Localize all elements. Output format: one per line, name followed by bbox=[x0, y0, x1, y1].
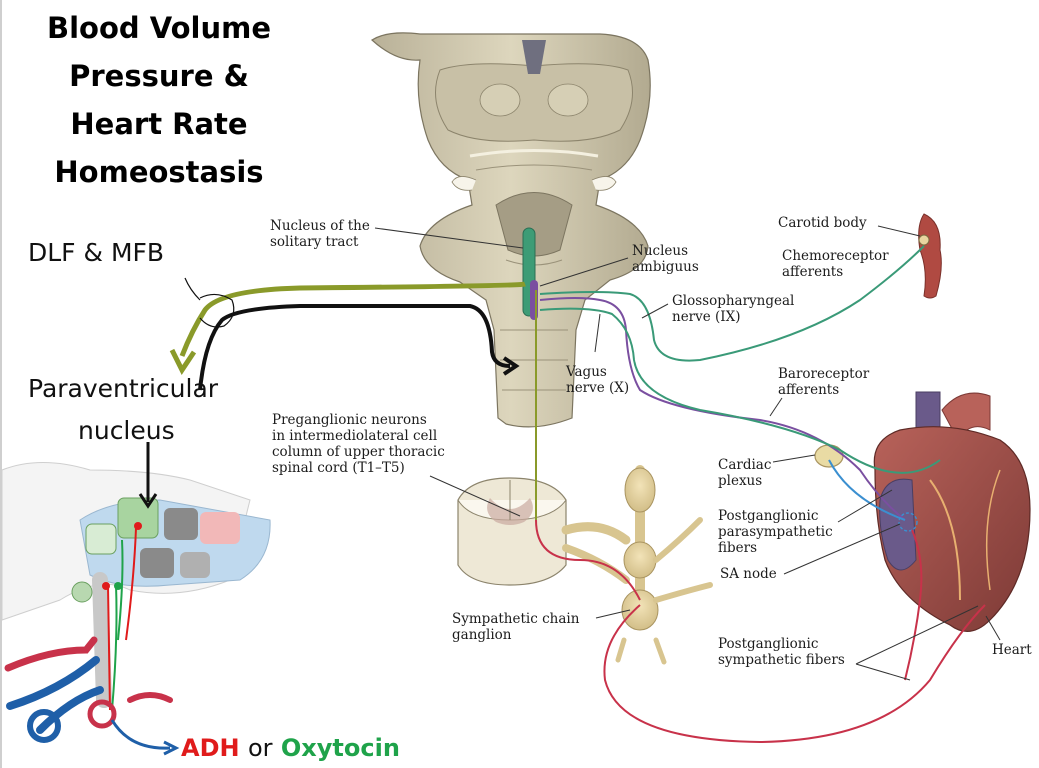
black-central-pathway bbox=[198, 304, 511, 391]
glossopharyngeal-label: Glossopharyngeal nerve (IX) bbox=[672, 293, 794, 325]
label-line: afferents bbox=[778, 382, 840, 398]
label-line: sympathetic fibers bbox=[718, 652, 845, 668]
label-line: Cardiac bbox=[718, 457, 772, 473]
preganglionic-label: Preganglionic neurons in intermediolater… bbox=[272, 412, 445, 476]
sympathetic-fiber-to-sa-node bbox=[904, 529, 923, 681]
heart-label: Heart bbox=[992, 642, 1032, 658]
leader-vagus bbox=[594, 313, 601, 353]
pvn-pointer-arrowhead bbox=[138, 493, 158, 509]
or-label: or bbox=[247, 734, 273, 762]
leader-postganglionic-para bbox=[837, 489, 893, 523]
label-line: in intermediolateral cell bbox=[272, 428, 438, 444]
postganglionic-parasympathetic-label: Postganglionic parasympathetic fibers bbox=[718, 508, 833, 556]
carotid-body-label: Carotid body bbox=[778, 215, 867, 231]
label-line: afferents bbox=[782, 264, 844, 280]
leader-heart bbox=[985, 615, 1001, 641]
vagus-nerve-fiber bbox=[539, 297, 906, 521]
label-line: Nucleus of the bbox=[270, 218, 370, 234]
label-line: Nucleus bbox=[632, 243, 688, 259]
leader-nts bbox=[374, 227, 524, 249]
leader-cardiac-plexus bbox=[772, 454, 816, 463]
leader-carotid-body bbox=[877, 225, 921, 237]
label-line: column of upper thoracic bbox=[272, 444, 445, 460]
title-line: Blood Volume bbox=[47, 11, 271, 45]
dlf-mfb-label: DLF & MFB bbox=[28, 238, 165, 267]
title-line: Pressure & bbox=[69, 59, 249, 93]
leader-sympathetic-chain bbox=[595, 609, 631, 619]
label-line: Baroreceptor bbox=[778, 366, 870, 382]
label-line: spinal cord (T1–T5) bbox=[272, 460, 405, 476]
sa-node-marker bbox=[898, 512, 918, 532]
hypothalamus-inset bbox=[1, 462, 271, 756]
label-line: nerve (IX) bbox=[672, 309, 741, 325]
label-line: Postganglionic bbox=[718, 508, 819, 524]
left-edge-rule bbox=[0, 0, 2, 768]
spinal-cord-section bbox=[457, 477, 567, 586]
nucleus-label: nucleus bbox=[78, 416, 175, 445]
leader-sa-node bbox=[783, 523, 901, 575]
hormone-label: ADH or Oxytocin bbox=[181, 734, 400, 762]
carotid-body bbox=[918, 234, 930, 246]
olive-central-pathway bbox=[179, 281, 526, 357]
sympathetic-chain bbox=[561, 465, 713, 665]
dlf-mfb-pointer bbox=[184, 277, 201, 301]
brainstem-illustration bbox=[371, 32, 651, 428]
sympathetic-chain-label: Sympathetic chain ganglion bbox=[452, 611, 579, 643]
nucleus-ambiguus-label: Nucleus ambiguus bbox=[632, 243, 699, 275]
label-line: Preganglionic neurons bbox=[272, 412, 427, 428]
postganglionic-parasympathetic-fiber bbox=[828, 459, 906, 521]
chemoreceptor-afferent-fiber bbox=[539, 245, 925, 362]
label-line: nerve (X) bbox=[566, 380, 630, 396]
leader-baroreceptor bbox=[769, 397, 783, 417]
olive-pathway-arrowhead bbox=[169, 348, 197, 375]
title-line: Homeostasis bbox=[54, 155, 264, 189]
oxytocin-label: Oxytocin bbox=[280, 734, 400, 762]
paraventricular-label: Paraventricular bbox=[28, 374, 219, 403]
chemoreceptor-label: Chemoreceptor afferents bbox=[782, 248, 889, 280]
label-line: ambiguus bbox=[632, 259, 699, 275]
label-line: Glossopharyngeal bbox=[672, 293, 795, 309]
label-line: plexus bbox=[718, 473, 763, 489]
leader-ambiguus bbox=[539, 257, 629, 287]
adh-label: ADH bbox=[181, 734, 240, 762]
baroreceptor-label: Baroreceptor afferents bbox=[778, 366, 869, 398]
label-line: parasympathetic bbox=[718, 524, 833, 540]
postganglionic-sympathetic-label: Postganglionic sympathetic fibers bbox=[718, 636, 845, 668]
label-line: solitary tract bbox=[270, 234, 359, 250]
label-line: Chemoreceptor bbox=[782, 248, 889, 264]
leader-postganglionic-symp bbox=[855, 605, 979, 681]
sa-node-label: SA node bbox=[720, 566, 777, 582]
postganglionic-sympathetic-fiber bbox=[603, 604, 986, 744]
label-line: ganglion bbox=[452, 627, 512, 643]
baroreceptor-afferent-fiber bbox=[539, 307, 941, 474]
leader-preganglionic bbox=[429, 475, 521, 517]
label-line: Vagus bbox=[566, 364, 607, 380]
label-line: Sympathetic chain bbox=[452, 611, 580, 627]
title-line: Heart Rate bbox=[70, 107, 248, 141]
label-line: fibers bbox=[718, 540, 758, 556]
preganglionic-sympathetic-fiber bbox=[535, 519, 641, 601]
carotid-artery bbox=[918, 213, 942, 299]
dlf-mfb-bracket bbox=[199, 293, 235, 328]
vagus-nerve-label: Vagus nerve (X) bbox=[566, 364, 629, 396]
diagram-title: Blood Volume Pressure & Heart Rate Homeo… bbox=[20, 4, 298, 196]
nts-label: Nucleus of the solitary tract bbox=[270, 218, 370, 250]
leader-glossopharyngeal bbox=[641, 303, 669, 319]
label-line: Postganglionic bbox=[718, 636, 819, 652]
cardiac-plexus-label: Cardiac plexus bbox=[718, 457, 771, 489]
black-pathway-arrowhead bbox=[502, 356, 520, 376]
heart-illustration bbox=[873, 391, 1031, 632]
